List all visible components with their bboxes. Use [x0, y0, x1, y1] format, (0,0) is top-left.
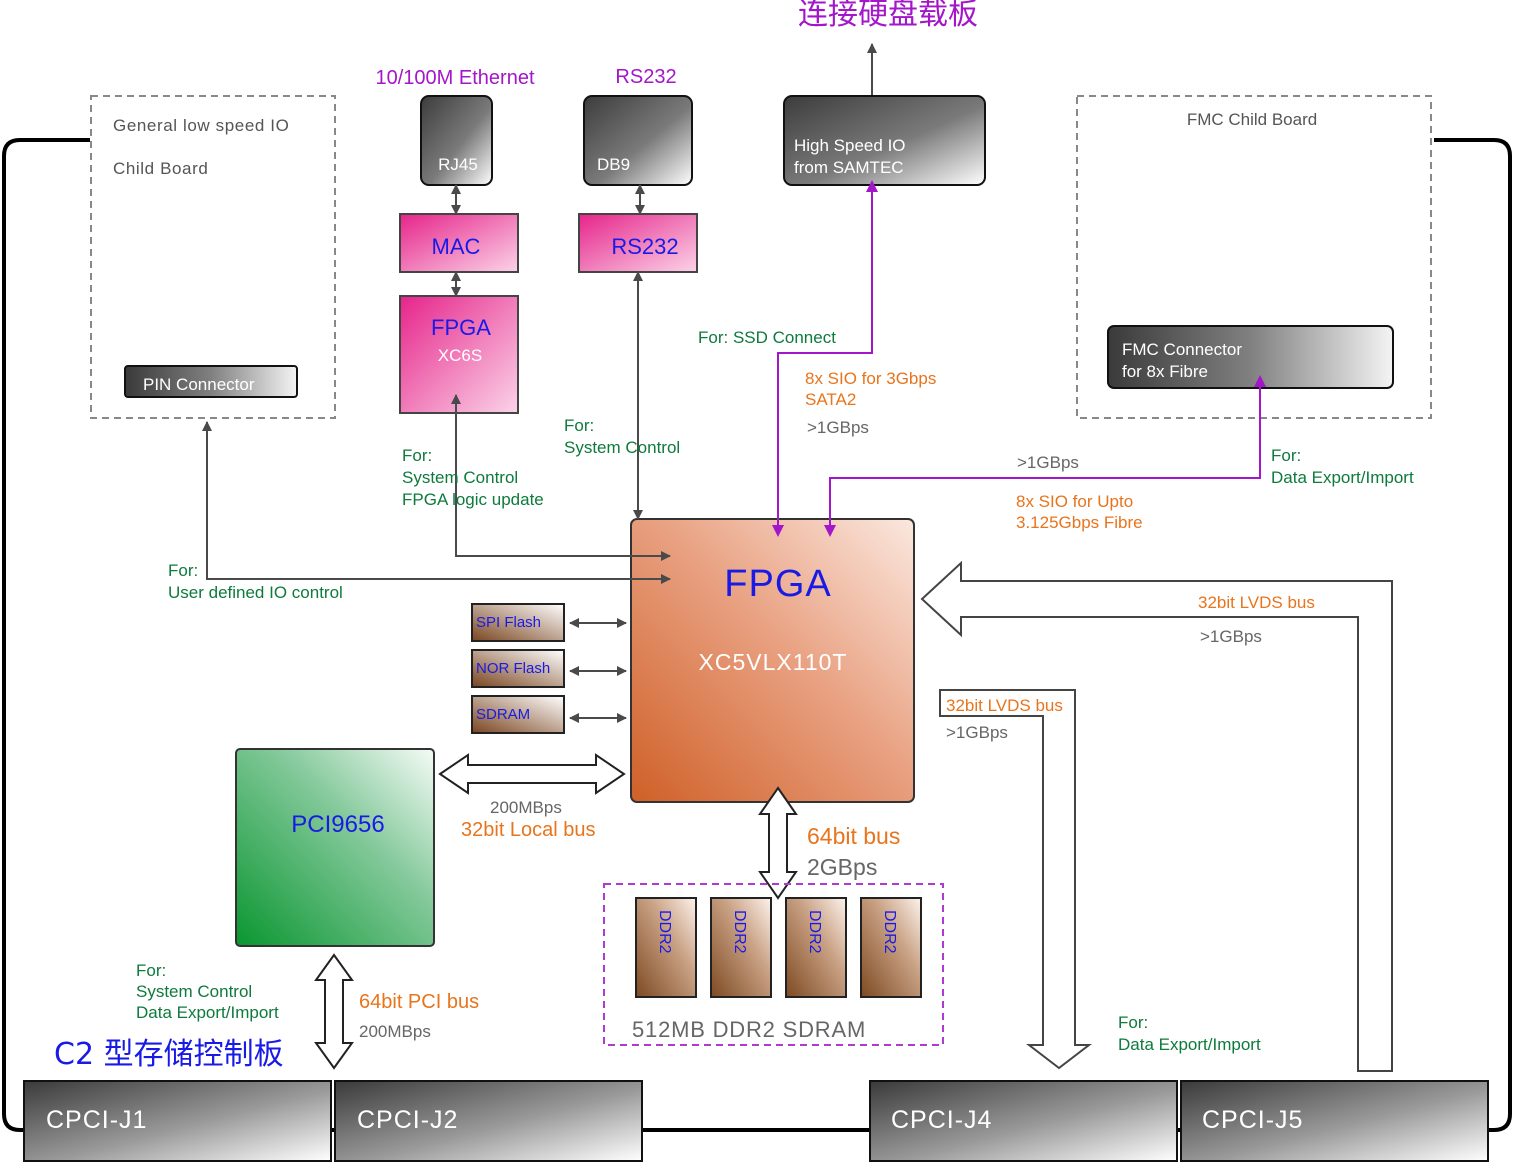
rs232-for-1: For: — [564, 416, 594, 435]
pci-for-1: For: — [136, 961, 166, 980]
general-io-child-board — [90, 95, 336, 419]
pci9656-label: PCI9656 — [291, 811, 384, 838]
sio-fibre-label-2: 3.125Gbps Fibre — [1016, 513, 1143, 532]
ddr-bus-label: 64bit bus — [807, 823, 900, 849]
cpci-j1-connector: CPCI-J1 — [23, 1080, 332, 1162]
pci-bus-label: 64bit PCI bus — [359, 991, 479, 1013]
sata-rate-label: >1GBps — [807, 418, 869, 437]
fpga-small-label: FPGA — [431, 315, 491, 340]
fpga-small-block — [399, 295, 519, 414]
lvds-top-arrow — [920, 560, 1393, 1072]
fpga-main-label: FPGA — [724, 563, 831, 605]
spi-flash-block — [471, 603, 565, 642]
pci-bus-arrow — [314, 953, 354, 1070]
spi-flash-label: SPI Flash — [476, 614, 541, 631]
lvds-top-label: 32bit LVDS bus — [1198, 593, 1315, 612]
cpci-j2-connector: CPCI-J2 — [334, 1080, 643, 1162]
ethernet-label: 10/100M Ethernet — [376, 67, 535, 89]
io-for-1: For: — [168, 561, 198, 580]
j4-for-2: Data Export/Import — [1118, 1035, 1261, 1054]
ddr-group-box — [603, 883, 944, 1046]
lvds-mid-label: 32bit LVDS bus — [946, 696, 1063, 715]
fmc-for-2: Data Export/Import — [1271, 468, 1414, 487]
pci-for-2: System Control — [136, 982, 252, 1001]
general-io-label-2: Child Board — [113, 159, 208, 178]
mac-block — [399, 213, 519, 273]
ddr-chip-3: DDR2 — [785, 897, 847, 998]
cpci-j1-label: CPCI-J1 — [46, 1106, 147, 1134]
lvds-top-rate: >1GBps — [1200, 627, 1262, 646]
sio-sata-label-1: 8x SIO for 3Gbps — [805, 369, 936, 388]
nor-flash-label: NOR Flash — [476, 660, 550, 677]
pci9656-block — [235, 748, 435, 947]
ddr-bus-rate: 2GBps — [807, 854, 877, 880]
pin-connector — [124, 365, 298, 398]
sio-sata-label-2: SATA2 — [805, 390, 856, 409]
cpci-j4-connector: CPCI-J4 — [869, 1080, 1178, 1162]
rs232-top-label: RS232 — [615, 66, 676, 88]
pci-bus-rate: 200MBps — [359, 1022, 431, 1041]
ddr-bus-arrow — [758, 786, 798, 900]
ddr-chip-4: DDR2 — [860, 897, 922, 998]
ddr-chip-2: DDR2 — [710, 897, 772, 998]
cpci-j5-connector: CPCI-J5 — [1180, 1080, 1489, 1162]
ddr-chip-4-label: DDR2 — [881, 910, 898, 954]
ddr-chip-1-label: DDR2 — [656, 910, 673, 954]
fmc-for-1: For: — [1271, 446, 1301, 465]
fpga-small-for-1: For: — [402, 446, 432, 465]
ssd-connect-label: For: SSD Connect — [698, 328, 836, 347]
fpga-small-for-2: System Control — [402, 468, 518, 487]
rs232-label: RS232 — [611, 234, 678, 259]
mac-label: MAC — [432, 234, 481, 259]
local-bus-rate: 200MBps — [490, 798, 562, 817]
samtec-label-2: from SAMTEC — [794, 158, 904, 177]
pin-connector-label: PIN Connector — [143, 375, 255, 394]
samtec-connector — [783, 95, 986, 186]
ddr-chip-2-label: DDR2 — [731, 910, 748, 954]
ddr-chip-3-label: DDR2 — [806, 910, 823, 954]
fmc-connector-label-2: for 8x Fibre — [1122, 362, 1208, 381]
lvds-mid-arrow — [939, 689, 1092, 1070]
nor-flash-block — [471, 649, 565, 688]
cpci-j5-label: CPCI-J5 — [1202, 1106, 1303, 1134]
fmc-child-board-label: FMC Child Board — [1187, 110, 1317, 129]
pci-for-3: Data Export/Import — [136, 1003, 279, 1022]
fpga-small-for-3: FPGA logic update — [402, 490, 544, 509]
sio-fibre-label-1: 8x SIO for Upto — [1016, 492, 1133, 511]
local-bus-label: 32bit Local bus — [461, 819, 596, 841]
sdram-label: SDRAM — [476, 706, 530, 723]
local-bus-arrow — [438, 753, 626, 795]
fibre-rate-label: >1GBps — [1017, 453, 1079, 472]
rj45-label: RJ45 — [438, 155, 478, 174]
board-name: C2 型存储控制板 — [54, 1037, 284, 1072]
pin-to-main-arrow — [202, 421, 671, 584]
fmc-connector-label-1: FMC Connector — [1122, 340, 1242, 359]
sdram-block — [471, 695, 565, 734]
j4-for-1: For: — [1118, 1013, 1148, 1032]
board-outline — [2, 138, 1512, 1132]
ssd-connect-line — [772, 180, 878, 537]
cpci-j4-label: CPCI-J4 — [891, 1106, 992, 1134]
cpci-j2-label: CPCI-J2 — [357, 1106, 458, 1134]
top-title: 连接硬盘载板 — [798, 0, 978, 32]
rs232-block — [578, 213, 698, 273]
ddr-chip-1: DDR2 — [635, 897, 697, 998]
fpga-small-part: XC6S — [438, 346, 482, 365]
db9-label: DB9 — [597, 155, 630, 174]
lvds-mid-rate: >1GBps — [946, 723, 1008, 742]
fibre-line — [824, 375, 1266, 537]
samtec-label-1: High Speed IO — [794, 136, 906, 155]
fpga-main-part: XC5VLX110T — [699, 649, 848, 675]
ddr-group-label: 512MB DDR2 SDRAM — [632, 1017, 866, 1042]
general-io-label-1: General low speed IO — [113, 116, 289, 135]
rs232-for-2: System Control — [564, 438, 680, 457]
io-for-2: User defined IO control — [168, 583, 343, 602]
